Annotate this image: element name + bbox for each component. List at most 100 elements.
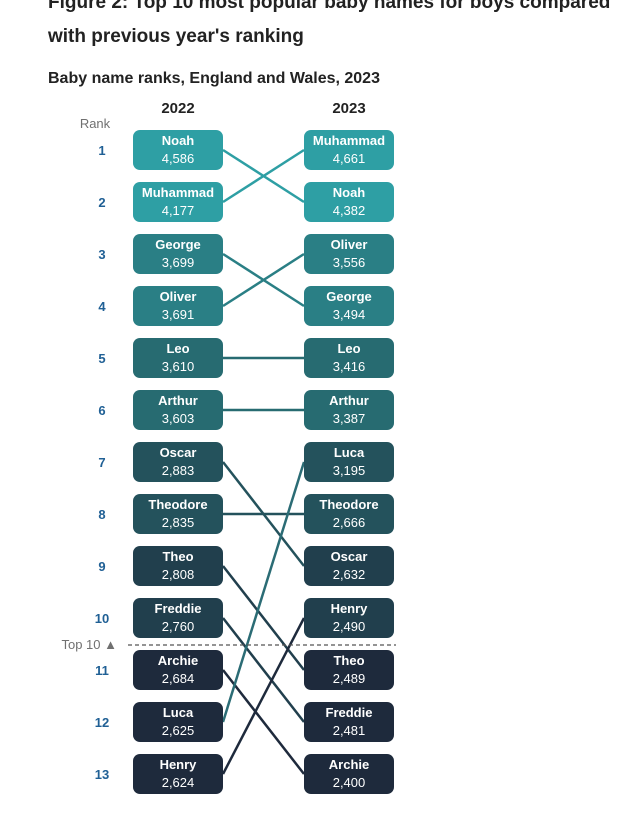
name-label: Henry bbox=[160, 757, 198, 772]
name-label: Luca bbox=[163, 705, 194, 720]
name-box-bg bbox=[304, 390, 394, 430]
count-label: 2,400 bbox=[333, 775, 366, 790]
count-label: 2,625 bbox=[162, 723, 195, 738]
count-label: 3,699 bbox=[162, 255, 195, 270]
name-box-bg bbox=[304, 598, 394, 638]
count-label: 2,684 bbox=[162, 671, 195, 686]
name-box-2022-luca: Luca 2,625 bbox=[133, 702, 223, 742]
count-label: 3,691 bbox=[162, 307, 195, 322]
count-label: 2,760 bbox=[162, 619, 195, 634]
name-box-2022-freddie: Freddie 2,760 bbox=[133, 598, 223, 638]
name-label: Noah bbox=[162, 133, 195, 148]
name-box-2022-oscar: Oscar 2,883 bbox=[133, 442, 223, 482]
name-box-2023-oscar: Oscar 2,632 bbox=[304, 546, 394, 586]
name-box-bg bbox=[304, 650, 394, 690]
rank-tick-5: 5 bbox=[98, 351, 105, 366]
name-label: Oscar bbox=[160, 445, 197, 460]
name-box-bg bbox=[133, 182, 223, 222]
name-label: Arthur bbox=[158, 393, 198, 408]
name-label: Freddie bbox=[155, 601, 202, 616]
name-box-2023-archie: Archie 2,400 bbox=[304, 754, 394, 794]
count-label: 4,382 bbox=[333, 203, 366, 218]
name-box-2022-henry: Henry 2,624 bbox=[133, 754, 223, 794]
name-box-2023-noah: Noah 4,382 bbox=[304, 182, 394, 222]
count-label: 2,632 bbox=[333, 567, 366, 582]
name-box-bg bbox=[304, 234, 394, 274]
count-label: 2,808 bbox=[162, 567, 195, 582]
name-box-2022-arthur: Arthur 3,603 bbox=[133, 390, 223, 430]
name-label: Theo bbox=[333, 653, 364, 668]
count-label: 3,603 bbox=[162, 411, 195, 426]
connector-muhammad bbox=[222, 148, 305, 204]
name-label: Archie bbox=[329, 757, 369, 772]
name-label: Theodore bbox=[148, 497, 207, 512]
count-label: 4,177 bbox=[162, 203, 195, 218]
name-box-bg bbox=[133, 598, 223, 638]
rank-tick-4: 4 bbox=[98, 299, 106, 314]
name-label: Muhammad bbox=[142, 185, 214, 200]
rank-tick-12: 12 bbox=[95, 715, 109, 730]
rank-tick-2: 2 bbox=[98, 195, 105, 210]
name-box-bg bbox=[133, 390, 223, 430]
top-ten-cutoff: Top 10 ▲ bbox=[61, 637, 396, 652]
name-label: Arthur bbox=[329, 393, 369, 408]
name-box-2022-muhammad: Muhammad 4,177 bbox=[133, 182, 223, 222]
count-label: 3,556 bbox=[333, 255, 366, 270]
name-label: Oliver bbox=[331, 237, 368, 252]
count-label: 2,624 bbox=[162, 775, 195, 790]
name-box-2023-henry: Henry 2,490 bbox=[304, 598, 394, 638]
year-header-2023: 2023 bbox=[332, 100, 365, 117]
name-label: George bbox=[155, 237, 201, 252]
name-boxes: Noah4,586Muhammad4,177George3,699Oliver3… bbox=[133, 130, 394, 794]
name-label: Theo bbox=[162, 549, 193, 564]
name-box-2023-luca: Luca 3,195 bbox=[304, 442, 394, 482]
name-box-bg bbox=[133, 286, 223, 326]
name-box-2022-archie: Archie 2,684 bbox=[133, 650, 223, 690]
count-label: 3,195 bbox=[333, 463, 366, 478]
name-label: Archie bbox=[158, 653, 198, 668]
name-box-bg bbox=[304, 754, 394, 794]
name-box-bg bbox=[304, 494, 394, 534]
name-box-2022-theo: Theo 2,808 bbox=[133, 546, 223, 586]
name-box-bg bbox=[133, 130, 223, 170]
connector-oliver bbox=[222, 252, 305, 308]
name-box-bg bbox=[304, 130, 394, 170]
name-box-bg bbox=[304, 442, 394, 482]
name-box-bg bbox=[133, 702, 223, 742]
rank-tick-10: 10 bbox=[95, 611, 109, 626]
count-label: 2,481 bbox=[333, 723, 366, 738]
name-label: George bbox=[326, 289, 372, 304]
name-label: Leo bbox=[166, 341, 189, 356]
connector-freddie bbox=[222, 617, 305, 723]
cutoff-label: Top 10 ▲ bbox=[61, 637, 117, 652]
name-box-bg bbox=[133, 494, 223, 534]
name-box-bg bbox=[304, 702, 394, 742]
name-label: Theodore bbox=[319, 497, 378, 512]
name-label: Henry bbox=[331, 601, 369, 616]
name-label: Noah bbox=[333, 185, 366, 200]
count-label: 2,490 bbox=[333, 619, 366, 634]
count-label: 2,883 bbox=[162, 463, 195, 478]
name-box-2023-oliver: Oliver 3,556 bbox=[304, 234, 394, 274]
rank-tick-9: 9 bbox=[98, 559, 105, 574]
rank-tick-7: 7 bbox=[98, 455, 105, 470]
name-label: Luca bbox=[334, 445, 365, 460]
name-label: Oscar bbox=[331, 549, 368, 564]
name-box-bg bbox=[304, 286, 394, 326]
rank-tick-8: 8 bbox=[98, 507, 105, 522]
connector-theo bbox=[222, 565, 305, 671]
name-box-2022-george: George 3,699 bbox=[133, 234, 223, 274]
name-box-bg bbox=[133, 650, 223, 690]
rank-axis-label: Rank bbox=[80, 116, 111, 131]
